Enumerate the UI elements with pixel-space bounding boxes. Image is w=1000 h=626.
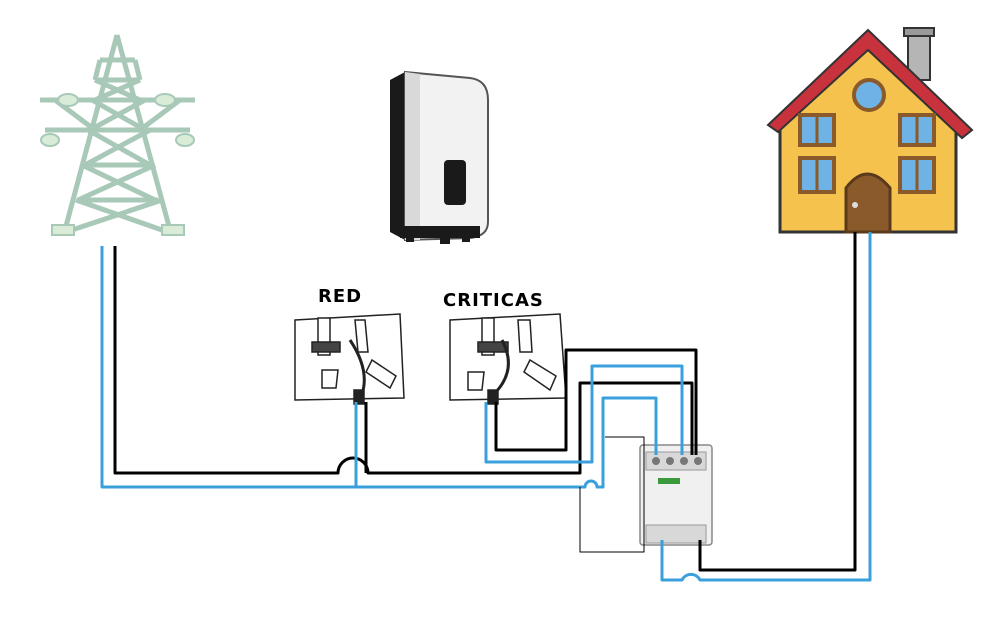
house-icon (766, 27, 974, 234)
inverter-icon (390, 70, 489, 244)
breaker-red-icon (294, 313, 405, 405)
criticas-label: CRITICAS (443, 290, 544, 311)
wires (100, 232, 872, 582)
insulator-icon (40, 93, 195, 236)
breaker-criticas-icon (449, 313, 567, 405)
contactor-icon (639, 444, 713, 546)
pylon-icon (40, 34, 195, 233)
red-label: RED (318, 286, 362, 307)
